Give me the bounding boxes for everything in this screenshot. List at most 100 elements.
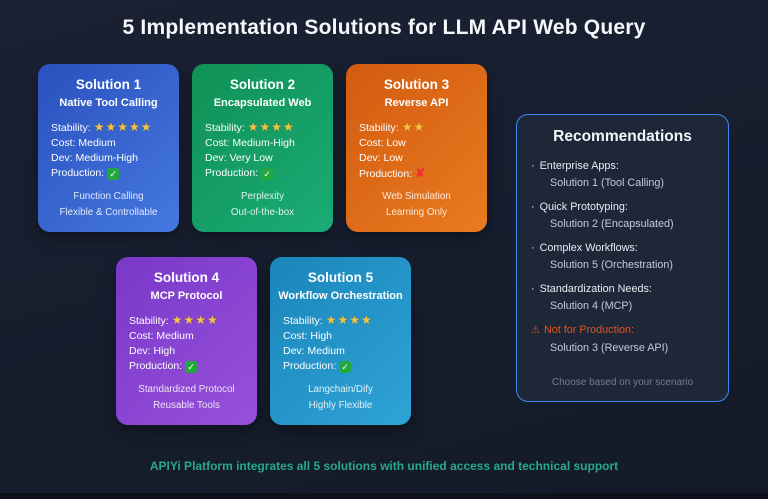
stability-label: Stability: [283, 315, 323, 327]
recommendation-label-text: Complex Workflows: [539, 242, 638, 254]
recommendation-label: ·Standardization Needs: [531, 282, 714, 296]
card-subtitle: Encapsulated Web [213, 97, 312, 109]
cost-row: Cost: Medium-High [205, 137, 295, 149]
warning-label: ⚠Not for Production: [531, 323, 714, 338]
bullet-icon: · [531, 160, 535, 172]
dev-row: Dev: Medium-High [51, 152, 138, 164]
bullet-icon: · [531, 283, 535, 295]
cost-row: Cost: Medium [51, 137, 116, 149]
check-icon: ✓ [339, 361, 352, 373]
stability-label: Stability: [205, 122, 245, 134]
star-rating-icon: ★★★★★ [93, 120, 153, 134]
recommendation-value: Solution 4 (MCP) [550, 300, 633, 312]
recommendation-label: · Enterprise Apps: [531, 159, 714, 173]
production-label: Production: [129, 360, 183, 372]
recommendation-value: Solution 3 (Reverse API) [550, 342, 669, 354]
production-label: Production: [51, 167, 105, 179]
card-notes: Perplexity Out-of-the-box [192, 189, 333, 221]
production-row: Production:✓ [205, 166, 333, 181]
production-label: Production: [359, 168, 413, 180]
stability-row: Stability:★★★★ [205, 120, 333, 136]
bottom-edge-strip [0, 493, 768, 499]
card-title: Solution 3 [383, 77, 450, 92]
stability-row: Stability:★★★★★ [51, 120, 179, 136]
stability-label: Stability: [129, 315, 169, 327]
card-stats: Stability:★★★★ Cost: High Dev: Medium Pr… [283, 313, 411, 374]
card-notes: Web Simulation Learning Only [346, 189, 487, 221]
recommendations-title: Recommendations [553, 128, 692, 145]
card-subtitle: Workflow Orchestration [278, 290, 403, 302]
note-line: Standardized Protocol [138, 384, 235, 395]
card-stats: Stability:★★★★ Cost: Medium-High Dev: Ve… [205, 120, 333, 181]
bullet-icon: · [531, 242, 535, 254]
production-label: Production: [205, 167, 259, 179]
note-line: Web Simulation [382, 191, 451, 202]
recommendation-item: ·Standardization Needs: Solution 4 (MCP) [531, 282, 714, 313]
stability-label: Stability: [359, 122, 399, 134]
solution-card-1: Solution 1 Native Tool Calling Stability… [38, 64, 179, 232]
note-line: Function Calling [73, 191, 144, 202]
check-icon: ✓ [107, 168, 120, 180]
card-subtitle: Reverse API [384, 97, 449, 109]
recommendations-footnote: Choose based on your scenario [551, 377, 694, 388]
cross-icon: ✘ [415, 166, 426, 180]
bullet-icon: · [531, 201, 535, 213]
dev-row: Dev: Medium [283, 345, 345, 357]
recommendation-label: · Quick Prototyping: [531, 200, 714, 214]
cost-row: Cost: Low [359, 137, 406, 149]
card-stats: Stability:★★★★★ Cost: Medium Dev: Medium… [51, 120, 179, 181]
star-rating-icon: ★★ [401, 120, 426, 134]
card-stats: Stability:★★★★ Cost: Medium Dev: High Pr… [129, 313, 257, 374]
production-label: Production: [283, 360, 337, 372]
note-line: Out-of-the-box [230, 207, 295, 218]
stability-row: Stability:★★★★ [283, 313, 411, 329]
card-notes: Langchain/Dify Highly Flexible [270, 382, 411, 414]
production-row: Production:✓ [283, 359, 411, 374]
recommendation-label: · Complex Workflows: [531, 241, 714, 255]
production-row: Production:✘ [359, 166, 487, 182]
recommendation-value: Solution 1 (Tool Calling) [550, 177, 665, 189]
note-line: Langchain/Dify [308, 384, 373, 395]
recommendations-panel: Recommendations · Enterprise Apps: Soluti… [516, 114, 729, 402]
page-title: 5 Implementation Solutions for LLM API W… [122, 16, 646, 39]
recommendation-label-text: Enterprise Apps: [539, 160, 619, 172]
recommendation-item: · Complex Workflows: Solution 5 (Orchestr… [531, 241, 714, 272]
card-subtitle: MCP Protocol [150, 290, 223, 302]
recommendation-warning-item: ⚠Not for Production: Solution 3 (Reverse… [531, 323, 714, 355]
stability-row: Stability:★★★★ [129, 313, 257, 329]
solution-card-3: Solution 3 Reverse API Stability:★★ Cost… [346, 64, 487, 232]
stability-label: Stability: [51, 122, 91, 134]
recommendation-value: Solution 2 (Encapsulated) [550, 218, 674, 230]
note-line: Learning Only [386, 207, 447, 218]
footer-note: APIYi Platform integrates all 5 solution… [149, 459, 619, 473]
solution-card-2: Solution 2 Encapsulated Web Stability:★★… [192, 64, 333, 232]
dev-row: Dev: Very Low [205, 152, 273, 164]
note-line: Highly Flexible [308, 400, 373, 411]
warning-icon: ⚠ [531, 325, 540, 336]
card-title: Solution 5 [307, 270, 374, 285]
production-row: Production:✓ [51, 166, 179, 181]
card-title: Solution 2 [229, 77, 296, 92]
recommendation-item: · Quick Prototyping: Solution 2 (Encapsul… [531, 200, 714, 231]
note-line: Flexible & Controllable [59, 207, 158, 218]
solution-card-4: Solution 4 MCP Protocol Stability:★★★★ C… [116, 257, 257, 425]
star-rating-icon: ★★★★ [171, 313, 219, 327]
card-title: Solution 4 [153, 270, 220, 285]
recommendation-value: Solution 5 (Orchestration) [550, 259, 674, 271]
cost-row: Cost: High [283, 330, 333, 342]
solution-card-5: Solution 5 Workflow Orchestration Stabil… [270, 257, 411, 425]
dev-row: Dev: High [129, 345, 176, 357]
note-line: Perplexity [240, 191, 284, 202]
card-notes: Function Calling Flexible & Controllable [38, 189, 179, 221]
card-stats: Stability:★★ Cost: Low Dev: Low Producti… [359, 120, 487, 182]
check-icon: ✓ [261, 168, 274, 180]
check-icon: ✓ [185, 361, 198, 373]
star-rating-icon: ★★★★ [325, 313, 373, 327]
cost-row: Cost: Medium [129, 330, 194, 342]
card-subtitle: Native Tool Calling [59, 97, 158, 109]
card-title: Solution 1 [75, 77, 142, 92]
warning-label-text: Not for Production: [543, 324, 634, 336]
recommendation-label-text: Quick Prototyping: [539, 201, 628, 213]
note-line: Reusable Tools [153, 400, 220, 411]
